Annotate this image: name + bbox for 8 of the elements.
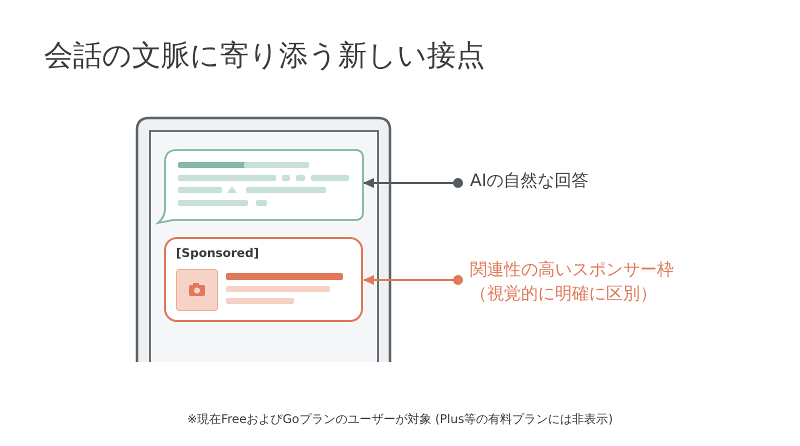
callout-text: 関連性の高いスポンサー枠（視覚的に明確に区別） [470, 259, 675, 306]
arrow [363, 178, 463, 188]
callout-text: AIの自然な回答 [470, 170, 590, 193]
sponsored-label: [Sponsored] [176, 246, 260, 260]
sponsored-card [164, 237, 363, 322]
footnote: ※現在FreeおよびGoプランのユーザーが対象 (Plus等の有料プランには非表示) [186, 411, 614, 428]
arrow [363, 275, 463, 285]
title: 会話の文脈に寄り添う新しい接点 [44, 37, 485, 74]
